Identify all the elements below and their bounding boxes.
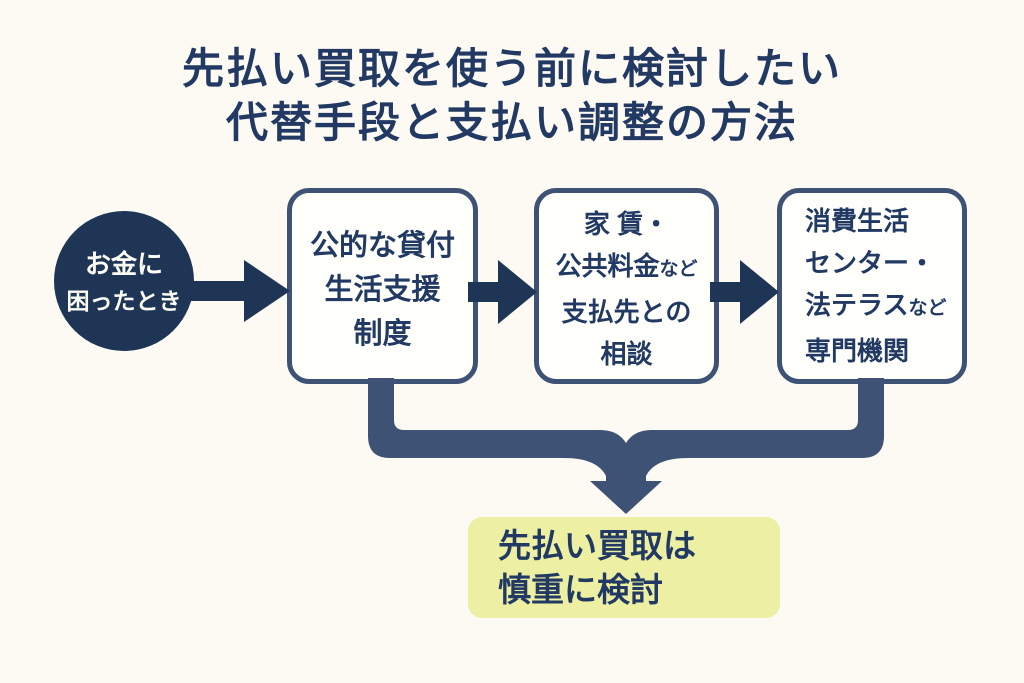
conclusion-box: 先払い買取は 慎重に検討 <box>468 517 780 618</box>
start-node-circle: お金に 困ったとき <box>54 211 194 351</box>
step3-line4: 専門機関 <box>805 336 910 366</box>
page-title-line1: 先払い買取を使う前に検討したい <box>181 45 842 92</box>
step3-line1: 消費生活 <box>805 206 910 236</box>
step-box-public-loan: 公的な貸付 生活支援 制度 <box>287 188 478 384</box>
step3-line3-suffix: など <box>908 298 947 319</box>
page-title: 先払い買取を使う前に検討したい 代替手段と支払い調整の方法 <box>0 42 1024 150</box>
start-node-line2: 困ったとき <box>66 288 182 314</box>
step1-line1: 公的な貸付 <box>309 230 455 262</box>
conclusion-line2: 慎重に検討 <box>498 570 663 608</box>
step3-line2: センター・ <box>805 248 936 278</box>
step2-line1: 家 賃・ <box>583 209 670 239</box>
step-box-expert-agency: 消費生活 センター・ 法テラスなど 専門機関 <box>777 188 967 384</box>
right-arrow-icon-3 <box>710 260 779 324</box>
step3-line3: 法テラスなど <box>805 284 947 330</box>
step3-line3-main: 法テラス <box>805 290 909 320</box>
merge-down-arrow-icon <box>368 378 884 514</box>
start-node-line1: お金に <box>84 249 163 279</box>
page-title-line2: 代替手段と支払い調整の方法 <box>225 99 798 146</box>
right-arrow-icon-2 <box>468 260 537 324</box>
step2-line4: 相談 <box>600 339 653 369</box>
step1-line2: 生活支援 <box>324 274 441 306</box>
step2-line2-suffix: など <box>659 259 698 280</box>
step2-line3: 支払先との <box>561 297 692 327</box>
step2-line2: 公共料金など <box>555 245 697 291</box>
right-arrow-icon-1 <box>186 260 290 322</box>
conclusion-line1: 先払い買取は <box>498 526 696 564</box>
step-box-payee-consult: 家 賃・ 公共料金など 支払先との 相談 <box>534 188 719 384</box>
step2-line2-main: 公共料金 <box>555 251 660 281</box>
step1-line3: 制度 <box>353 318 412 350</box>
